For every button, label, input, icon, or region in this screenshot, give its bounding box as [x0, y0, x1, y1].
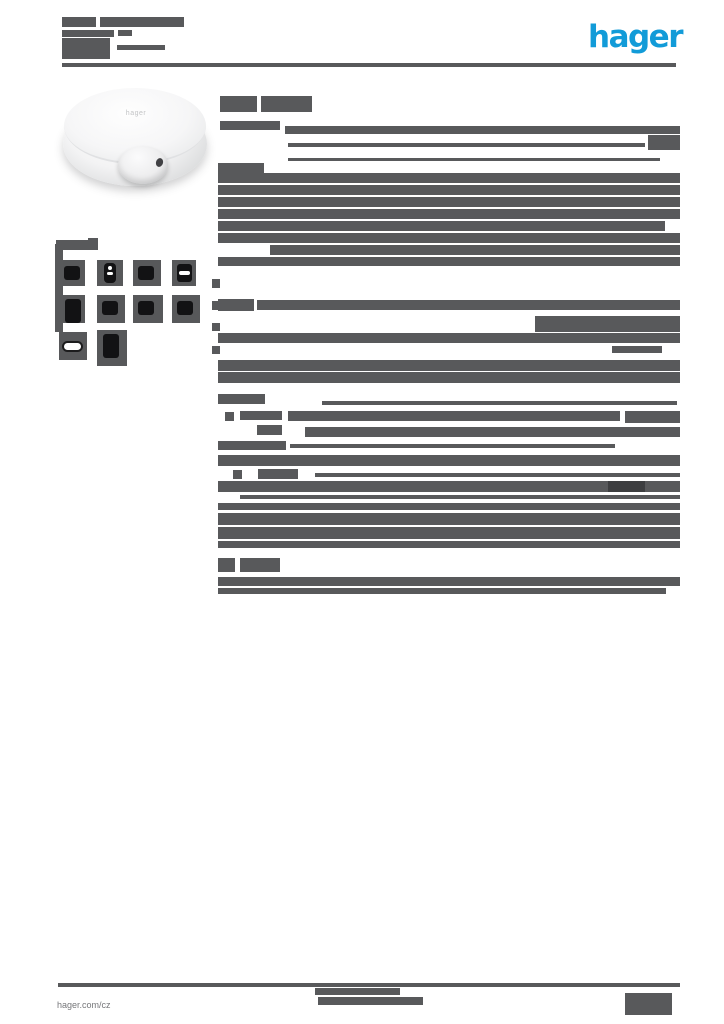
- pictogram-load-icon: [97, 295, 125, 323]
- redacted-text-bar: [218, 333, 680, 343]
- redacted-text-bar: [212, 279, 220, 288]
- redacted-text-bar: [100, 17, 184, 27]
- redacted-text-bar: [258, 469, 298, 479]
- pictogram-ip-rating-icon: [59, 332, 87, 360]
- redacted-text-bar: [212, 301, 220, 310]
- redacted-text-bar: [62, 17, 96, 27]
- redacted-text-bar: [305, 427, 680, 437]
- redacted-text-bar: [218, 527, 680, 539]
- pictogram-lux-icon: [133, 295, 163, 323]
- redacted-text-bar: [318, 997, 423, 1005]
- redacted-text-bar: [240, 495, 680, 499]
- redacted-text-bar: [212, 323, 220, 331]
- product-photo: hager: [58, 84, 214, 190]
- redacted-text-bar: [288, 158, 660, 161]
- redacted-text-bar: [261, 96, 312, 112]
- redacted-text-bar: [322, 401, 677, 405]
- pictogram-timer-icon: [172, 295, 200, 323]
- redacted-text-bar: [218, 360, 680, 371]
- redacted-text-bar: [218, 257, 680, 266]
- redacted-text-bar: [257, 425, 282, 435]
- redacted-text-bar: [218, 299, 254, 311]
- header-rule: [62, 63, 676, 67]
- redacted-text-bar: [535, 316, 680, 332]
- redacted-text-bar: [257, 300, 680, 310]
- pictogram-angle-icon: [59, 295, 85, 323]
- redacted-text-bar: [648, 135, 680, 150]
- redacted-text-bar: [218, 503, 680, 510]
- redacted-text-bar: [625, 411, 680, 423]
- redacted-text-bar: [218, 481, 680, 492]
- redacted-text-bar: [62, 30, 114, 37]
- redacted-text-bar: [218, 588, 666, 594]
- redacted-text-bar: [218, 209, 680, 219]
- redacted-text-bar: [240, 411, 282, 420]
- footer-rule: [58, 983, 680, 987]
- redacted-text-bar: [315, 473, 680, 477]
- pictogram-wiring-icon: [97, 330, 127, 366]
- redacted-text-bar: [117, 45, 165, 50]
- redacted-text-bar: [88, 238, 98, 247]
- redacted-text-bar: [290, 444, 615, 448]
- redacted-text-bar: [218, 233, 680, 243]
- hager-logo: hager: [588, 19, 684, 55]
- redacted-text-bar: [218, 513, 680, 525]
- footer-website-link[interactable]: hager.com/cz: [50, 993, 162, 1018]
- redacted-text-bar: [218, 577, 680, 586]
- redacted-text-bar: [218, 221, 665, 231]
- redacted-text-bar: [270, 245, 680, 255]
- pictogram-range-icon: [133, 260, 161, 286]
- redacted-text-bar: [288, 411, 620, 421]
- redacted-text-bar: [218, 455, 680, 466]
- redacted-text-bar: [62, 38, 110, 59]
- redacted-text-bar: [218, 372, 680, 383]
- pictogram-detection-icon: [59, 260, 85, 286]
- device-brand-label: hager: [125, 110, 147, 117]
- redacted-text-bar: [218, 163, 264, 174]
- redacted-text-bar: [218, 441, 286, 450]
- redacted-text-bar: [212, 346, 220, 354]
- redacted-text-bar: [118, 30, 132, 36]
- redacted-text-bar: [608, 481, 645, 492]
- redacted-text-bar: [220, 121, 280, 130]
- pictogram-presence-icon: [97, 260, 123, 286]
- redacted-text-bar: [285, 126, 680, 134]
- page-number-badge: [625, 993, 672, 1015]
- redacted-text-bar: [220, 96, 257, 112]
- redacted-text-bar: [218, 185, 680, 195]
- redacted-text-bar: [55, 244, 63, 332]
- redacted-text-bar: [612, 346, 662, 353]
- pictogram-mounting-icon: [172, 260, 196, 286]
- redacted-text-bar: [218, 197, 680, 207]
- redacted-text-bar: [56, 240, 98, 250]
- redacted-text-bar: [315, 988, 400, 995]
- redacted-text-bar: [233, 470, 242, 479]
- redacted-text-bar: [218, 558, 235, 572]
- redacted-text-bar: [225, 412, 234, 421]
- redacted-text-bar: [218, 394, 265, 404]
- redacted-text-bar: [240, 558, 280, 572]
- redacted-text-bar: [288, 143, 645, 147]
- redacted-text-bar: [218, 541, 680, 548]
- redacted-text-bar: [218, 173, 680, 183]
